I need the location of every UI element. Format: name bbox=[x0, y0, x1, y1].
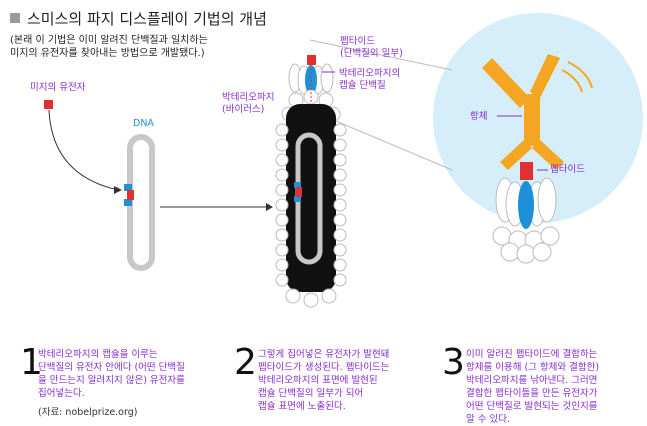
title-row: 스미스의 파지 디스플레이 기법의 개념 bbox=[10, 8, 267, 28]
title-bullet-square bbox=[10, 13, 20, 23]
insert-arrowhead bbox=[114, 186, 122, 194]
step-3-text: 이미 알려진 펩타이드에 결합하는 항체를 이용해 (그 항체와 결합한) 박테… bbox=[466, 349, 600, 425]
source-credit: (자료: nobelprize.org) bbox=[38, 407, 138, 418]
step-2-text: 그렇게 집어넣은 유전자가 발현돼 펩타이드가 생성된다. 펩타이드는 박테리오… bbox=[258, 349, 390, 412]
dna-inserted-gene bbox=[127, 190, 134, 200]
dna-capsule-gene-lower bbox=[124, 199, 132, 206]
step-3-number: 3 bbox=[442, 342, 465, 383]
step-1-number: 1 bbox=[20, 342, 43, 383]
dna-capsule-gene-upper bbox=[124, 184, 132, 191]
antibody bbox=[482, 54, 564, 170]
unknown-gene-square bbox=[44, 100, 53, 109]
step-arrowhead bbox=[266, 203, 273, 211]
dna-loop bbox=[127, 134, 155, 271]
antibody-label: 항체 bbox=[470, 111, 488, 122]
peptide-top-label: 펩타이드 (단백질의 일부) bbox=[340, 36, 403, 59]
phage-dna-blue-lower bbox=[294, 196, 301, 202]
phage-dna-blue-upper bbox=[294, 182, 301, 188]
phage-peptide-red bbox=[307, 55, 316, 65]
zoom-peptide-red bbox=[520, 162, 533, 180]
antibody-motion-mark-1 bbox=[561, 69, 583, 93]
dna-label: DNA bbox=[133, 118, 154, 129]
antibody-motion-mark-2 bbox=[567, 61, 593, 89]
page-subtitle: (본래 이 기법은 이미 알려진 단백질과 일치하는 미지의 유전자를 찾아내는… bbox=[10, 35, 208, 59]
insert-arrow bbox=[48, 109, 119, 191]
zoom-capsule-protein-blue bbox=[518, 181, 534, 229]
phage-side-beads bbox=[275, 123, 347, 308]
page-title: 스미스의 파지 디스플레이 기법의 개념 bbox=[27, 9, 267, 28]
peptide-right-label: 펩타이드 bbox=[550, 164, 585, 175]
zoom-callout-line-top bbox=[309, 39, 453, 71]
step-1-text: 박테리오파지의 캡슐을 이루는 단백질의 유전자 안에다 (어떤 단백질 을 만… bbox=[38, 349, 185, 399]
step-2-number: 2 bbox=[234, 342, 257, 383]
capsule-protein-label: 박테리오파지의 캡슐 단백질 bbox=[339, 68, 401, 91]
zoom-body-beads bbox=[492, 226, 560, 264]
unknown-gene-label: 미지의 유전자 bbox=[30, 82, 86, 93]
phage-dna-red bbox=[296, 187, 302, 197]
bacteriophage-label: 박테리오파지 (바이러스) bbox=[222, 92, 275, 115]
